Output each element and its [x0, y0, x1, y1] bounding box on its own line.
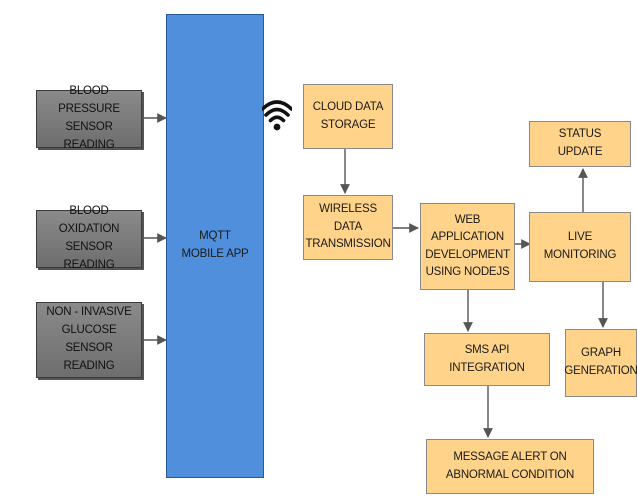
blood-oxidation-sensor-box: BLOOD OXIDATION SENSOR READING: [36, 205, 142, 271]
wifi-icon: [262, 100, 292, 131]
wireless-transmission-label: WIRELESS DATA TRANSMISSION: [305, 202, 391, 251]
message-alert-label: MESSAGE ALERT ON ABNORMAL CONDITION: [445, 450, 575, 481]
blood-oxidation-sensor-label: BLOOD OXIDATION SENSOR READING: [58, 205, 120, 271]
web-app-development-box: WEB APPLICATION DEVELOPMENT USING NODEJS: [420, 203, 515, 290]
mqtt-mobile-app-box: MQTT MOBILE APP: [166, 14, 264, 478]
wireless-transmission-box: WIRELESS DATA TRANSMISSION: [303, 195, 393, 260]
cloud-data-storage-box: CLOUD DATA STORAGE: [303, 84, 393, 149]
mqtt-mobile-app-label: MQTT MOBILE APP: [181, 230, 249, 260]
status-update-box: STATUS UPDATE: [529, 121, 631, 167]
blood-pressure-sensor-label: BLOOD PRESSURE SENSOR READING: [58, 85, 120, 151]
sms-api-integration-label: SMS API INTEGRATION: [449, 343, 525, 374]
cloud-data-storage-label: CLOUD DATA STORAGE: [312, 100, 384, 131]
glucose-sensor-box: NON - INVASIVE GLUCOSE SENSOR READING: [36, 302, 142, 378]
status-update-label: STATUS UPDATE: [557, 128, 603, 158]
sms-api-integration-box: SMS API INTEGRATION: [424, 333, 550, 386]
glucose-sensor-label: NON - INVASIVE GLUCOSE SENSOR READING: [46, 306, 132, 372]
graph-generation-box: GRAPH GENERATION: [564, 329, 637, 397]
live-monitoring-label: LIVE MONITORING: [543, 231, 617, 261]
message-alert-box: MESSAGE ALERT ON ABNORMAL CONDITION: [426, 439, 594, 494]
web-app-development-label: WEB APPLICATION DEVELOPMENT USING NODEJS: [425, 214, 510, 278]
live-monitoring-box: LIVE MONITORING: [529, 212, 631, 282]
graph-generation-label: GRAPH GENERATION: [564, 347, 637, 377]
blood-pressure-sensor-box: BLOOD PRESSURE SENSOR READING: [36, 85, 142, 151]
